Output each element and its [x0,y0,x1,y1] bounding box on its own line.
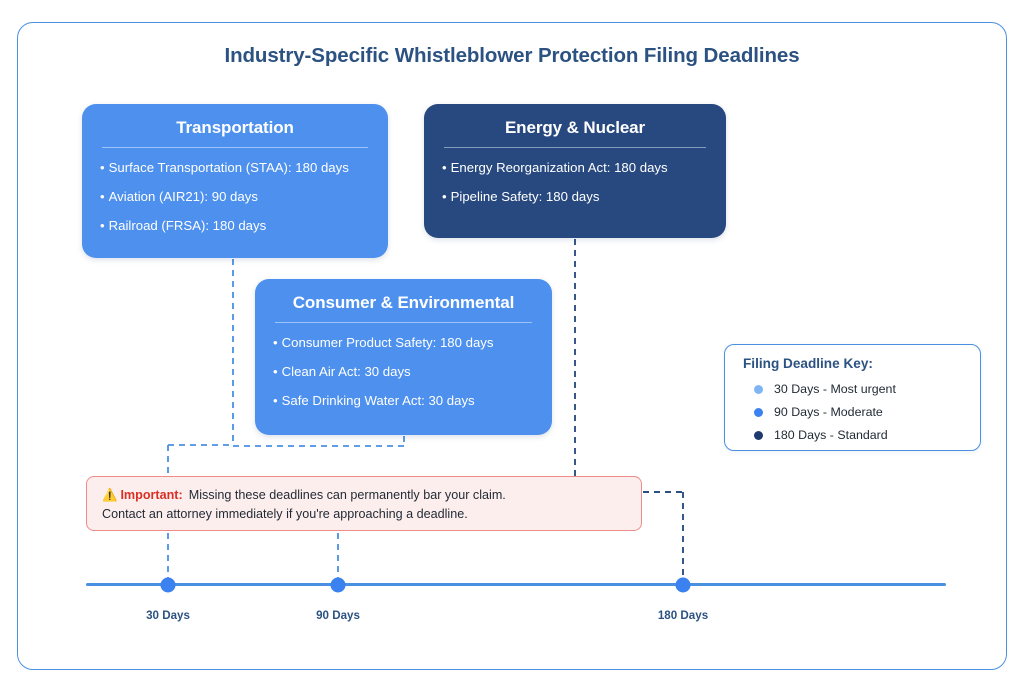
warning-text-primary: Missing these deadlines can permanently … [188,488,506,502]
bullet-icon: • [273,335,278,350]
warning-label: Important: [120,488,183,502]
legend-color-dot-icon [754,430,763,440]
list-item-label: Surface Transportation (STAA): 180 days [108,160,349,175]
bullet-icon: • [273,392,278,408]
legend-title: Filing Deadline Key: [743,356,873,371]
list-item: •Safe Drinking Water Act: 30 days [273,393,534,409]
card-divider [102,147,368,148]
industry-card-energy-nuclear[interactable]: Energy & Nuclear •Energy Reorganization … [424,104,726,238]
important-warning-callout: ⚠️Important: Missing these deadlines can … [86,476,642,531]
industry-card-transportation[interactable]: Transportation •Surface Transportation (… [82,104,388,258]
warning-triangle-icon: ⚠️ [102,488,118,502]
list-item: •Aviation (AIR21): 90 days [100,189,370,205]
legend-color-dot-icon [754,407,763,417]
bullet-icon: • [442,188,447,204]
timeline-marker-90-days[interactable] [330,577,346,593]
list-item: •Pipeline Safety: 180 days [442,189,708,205]
industry-card-consumer-environmental[interactable]: Consumer & Environmental •Consumer Produ… [255,279,552,435]
list-item: •Consumer Product Safety: 180 days [273,335,534,351]
card-title: Consumer & Environmental [292,293,515,312]
bullet-icon: • [273,363,278,379]
timeline-marker-30-days[interactable] [160,577,176,593]
page-title: Industry-Specific Whistleblower Protecti… [224,44,800,67]
legend-item-label: 180 Days - Standard [774,428,888,442]
bullet-icon: • [100,188,105,204]
list-item: •Clean Air Act: 30 days [273,364,534,380]
list-item-label: Consumer Product Safety: 180 days [281,335,494,350]
card-divider [444,147,706,148]
list-item-label: Clean Air Act: 30 days [281,363,411,379]
legend-color-dot-icon [754,384,763,394]
deadline-timeline-axis [86,583,946,587]
list-item: •Surface Transportation (STAA): 180 days [100,160,370,176]
list-item: •Energy Reorganization Act: 180 days [442,160,708,176]
card-divider [275,322,532,323]
legend-item-30-days: 30 Days - Most urgent [743,382,980,396]
card-title: Transportation [176,118,294,137]
warning-line-1: ⚠️Important: Missing these deadlines can … [102,486,641,505]
card-item-list: •Consumer Product Safety: 180 days •Clea… [273,335,534,409]
card-item-list: •Energy Reorganization Act: 180 days •Pi… [442,160,708,205]
legend-item-90-days: 90 Days - Moderate [743,405,980,419]
list-item-label: Safe Drinking Water Act: 30 days [281,392,475,408]
bullet-icon: • [442,160,447,175]
bullet-icon: • [100,160,105,175]
list-item-label: Energy Reorganization Act: 180 days [450,160,668,175]
timeline-marker-180-days[interactable] [675,577,691,593]
timeline-label-90-days: 90 Days [316,609,360,622]
legend-item-label: 30 Days - Most urgent [774,382,896,396]
legend-item-180-days: 180 Days - Standard [743,428,980,442]
list-item-label: Pipeline Safety: 180 days [450,188,600,204]
list-item-label: Aviation (AIR21): 90 days [108,188,258,204]
warning-text-secondary: Contact an attorney immediately if you'r… [102,506,468,521]
list-item-label: Railroad (FRSA): 180 days [108,217,267,233]
legend-item-label: 90 Days - Moderate [774,405,883,419]
filing-deadline-legend: Filing Deadline Key: 30 Days - Most urge… [724,344,981,451]
timeline-label-180-days: 180 Days [657,609,709,622]
list-item: •Railroad (FRSA): 180 days [100,218,370,234]
timeline-label-30-days: 30 Days [146,609,190,622]
card-title: Energy & Nuclear [504,118,646,137]
bullet-icon: • [100,217,105,233]
card-item-list: •Surface Transportation (STAA): 180 days… [100,160,370,234]
